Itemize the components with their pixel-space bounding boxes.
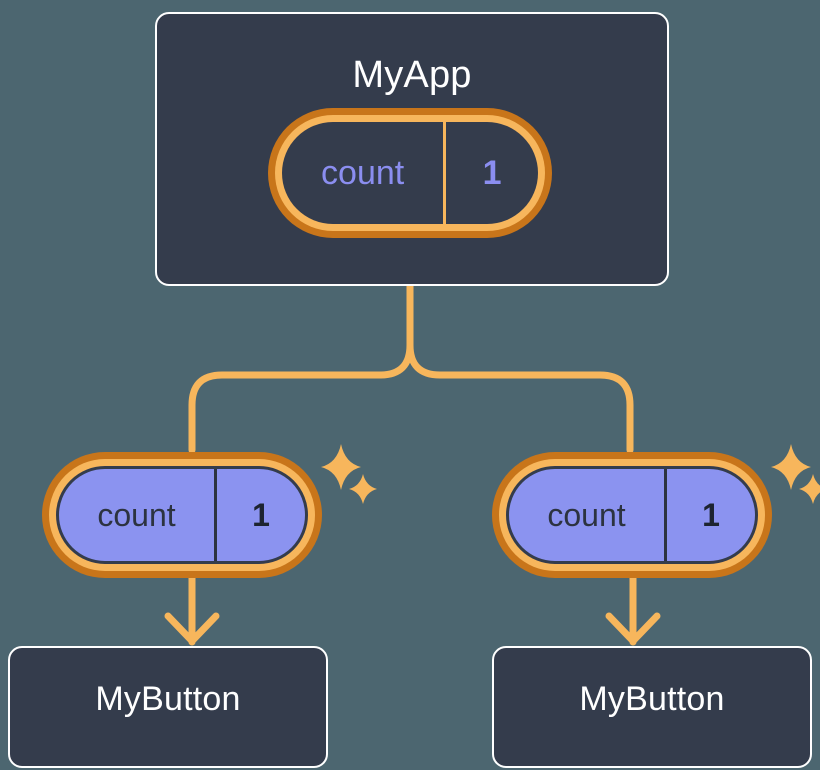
sparkle-right-pill-icon [771,444,820,504]
state-value: 1 [663,469,755,561]
state-key: count [547,496,626,533]
branch-connector [188,282,414,454]
component-card-mybutton-left[interactable]: MyButton [8,646,328,768]
state-pill-body: count 1 [282,122,538,224]
component-title-myapp: MyApp [352,54,472,96]
component-title-mybutton: MyButton [95,680,241,718]
component-card-mybutton-right[interactable]: MyButton [492,646,812,768]
arrow-right [605,574,661,646]
state-pill-child-right[interactable]: count 1 [492,452,772,578]
state-pill-root[interactable]: count 1 [268,108,552,238]
state-key: count [97,496,176,533]
branch-connector-right [406,341,634,454]
state-pill-ring: count 1 [49,459,315,571]
sparkle-left-pill-icon [321,444,377,504]
state-pill-ring: count 1 [275,115,545,231]
state-pill-body: count 1 [56,466,308,564]
state-pill-ring: count 1 [499,459,765,571]
component-title-mybutton: MyButton [579,680,725,718]
state-key: count [321,153,405,192]
arrow-left [164,574,220,646]
state-value: 1 [443,122,538,224]
state-value: 1 [213,469,305,561]
state-pill-child-left[interactable]: count 1 [42,452,322,578]
state-pill-body: count 1 [506,466,758,564]
